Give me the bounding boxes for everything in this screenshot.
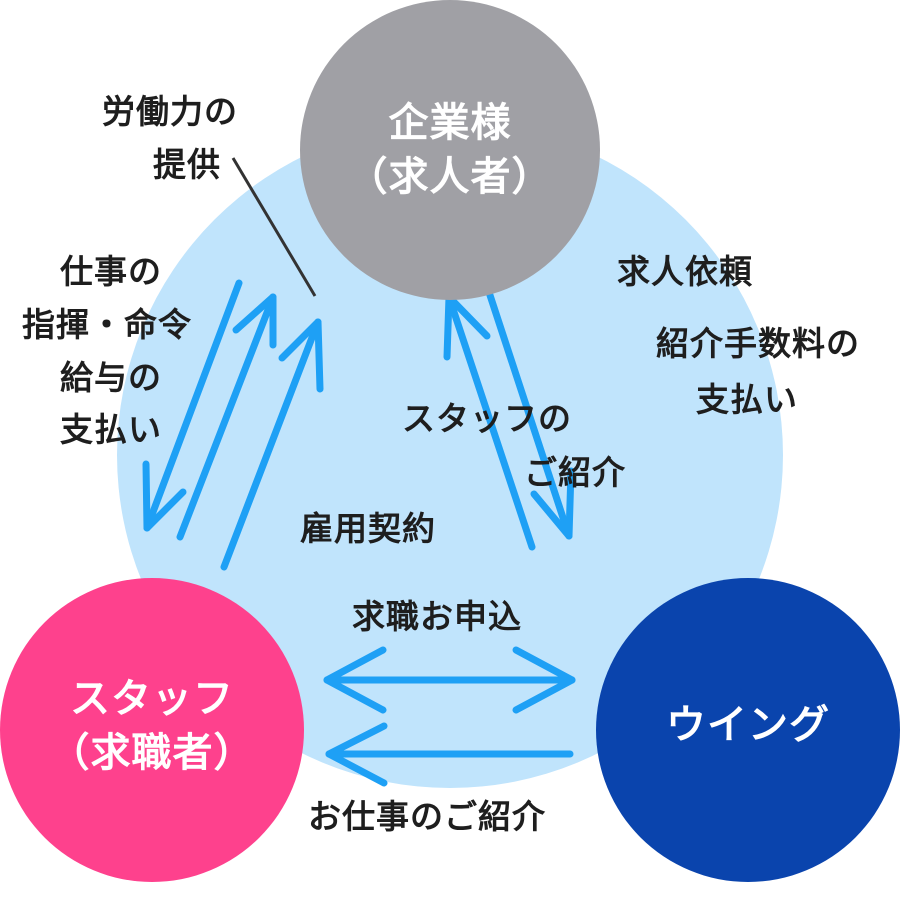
fee-payment-line1: 紹介手数料の — [656, 324, 860, 363]
job-introduction-label: お仕事のご紹介 — [308, 797, 546, 836]
company-node-label: 企業様 （求人者） — [300, 96, 600, 204]
employment-contract-label: 雇用契約 — [300, 509, 436, 548]
labor-provision-line2: 提供 — [153, 144, 221, 184]
arrows-group — [142, 279, 576, 787]
company-name: 企業様 — [388, 100, 512, 146]
staff-introduction-label: スタッフの ご紹介 — [402, 392, 626, 501]
arrow-request-head — [530, 467, 575, 540]
arrow-labor-shaft — [176, 293, 277, 541]
arrow-application-left-head — [323, 646, 387, 714]
wing-node — [596, 578, 900, 882]
wing-node-label: ウイング — [596, 698, 900, 752]
labor-provision-label: 労働力の 提供 — [102, 86, 238, 192]
company-node — [300, 0, 600, 300]
staff-node — [0, 578, 304, 882]
arrow-application-right-head — [512, 646, 576, 714]
background-circle — [117, 122, 783, 788]
fee-payment-line2: 支払い — [696, 380, 798, 420]
staff-introduction-line2: ご紹介 — [524, 453, 626, 493]
arrow-contract-shaft — [220, 318, 322, 571]
arrow-labor-head — [232, 293, 277, 349]
arrow-request-shaft — [482, 279, 573, 540]
staff-name: スタッフ — [70, 676, 234, 722]
work-direction-label: 仕事の 指揮・命令 給与の 支払い — [22, 246, 192, 457]
arrow-job-intro-head — [325, 722, 388, 787]
leader-line — [231, 157, 317, 297]
company-role: （求人者） — [347, 154, 553, 200]
work-direction-line1: 仕事の — [60, 252, 162, 291]
wing-name: ウイング — [666, 702, 830, 748]
labor-provision-line1: 労働力の — [102, 92, 238, 131]
arrow-contract-head — [278, 318, 324, 393]
job-application-label: 求職お申込 — [352, 597, 522, 636]
work-direction-line2: 指揮・命令 — [22, 304, 192, 344]
fee-payment-label: 紹介手数料の 支払い — [656, 316, 860, 428]
staff-role: （求職者） — [49, 730, 255, 776]
job-request-label: 求人依頼 — [617, 252, 753, 291]
work-direction-line4: 支払い — [60, 410, 162, 450]
work-direction-line3: 給与の — [60, 357, 162, 397]
arrow-direction-head — [142, 460, 187, 532]
arrow-introduction-shaft — [445, 293, 536, 551]
arrow-direction-shaft — [143, 279, 243, 532]
staff-introduction-line1: スタッフの — [402, 399, 572, 438]
staff-node-label: スタッフ （求職者） — [0, 672, 304, 780]
